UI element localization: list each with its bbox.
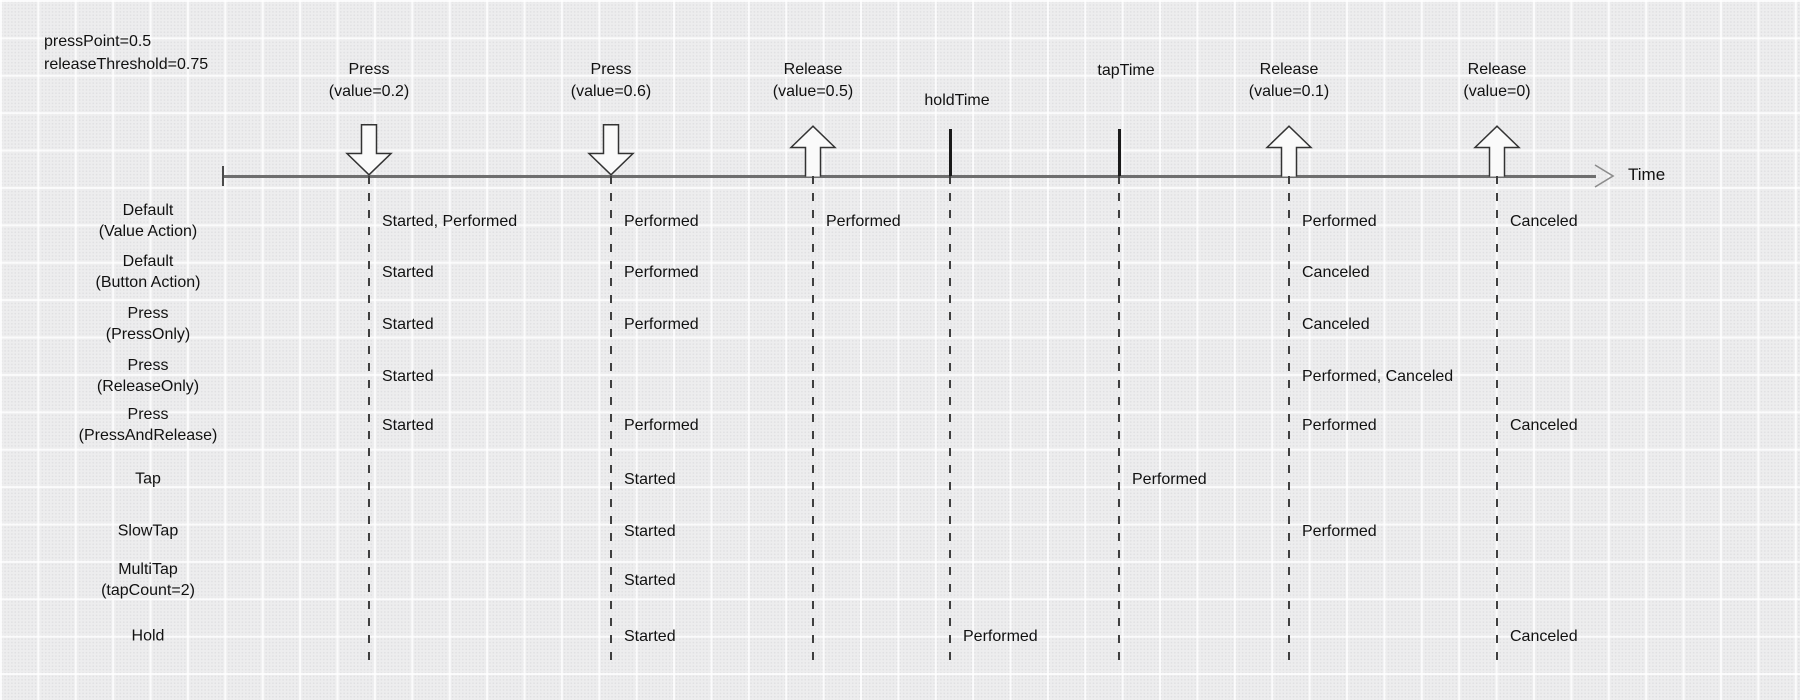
phase-cell-hold-holdtime: Performed [963, 628, 1038, 645]
press-arrow-down-icon [345, 124, 393, 176]
row-label-slowtap: SlowTap [8, 521, 288, 542]
phase-cell-press-pressandrelease-press-value-0-2: Started [382, 417, 434, 434]
event-label-line: holdTime [924, 92, 990, 109]
event-label-press-value-0-6: Press (value=0.6) [571, 59, 652, 103]
row-label-press-pressonly: Press (PressOnly) [8, 303, 288, 345]
time-threshold-tick [1117, 129, 1121, 176]
event-label-line: Release [1467, 61, 1527, 78]
row-label-line: Default [122, 253, 174, 270]
event-dashed-line [368, 176, 370, 667]
release-arrow-up-icon [1473, 125, 1521, 177]
phase-cell-default-button-action-release-value-0-1: Canceled [1302, 264, 1370, 281]
parameters-annotation: pressPoint=0.5 releaseThreshold=0.75 [44, 30, 208, 76]
row-label-line: (ReleaseOnly) [96, 378, 200, 395]
phase-cell-hold-release-value-0: Canceled [1510, 628, 1578, 645]
event-dashed-line [949, 176, 951, 667]
phase-cell-multitap-tapcount-2-press-value-0-6: Started [624, 572, 676, 589]
presspoint-param: pressPoint=0.5 [44, 33, 152, 50]
row-label-line: SlowTap [117, 522, 179, 540]
row-label-line: Press [127, 305, 169, 322]
phase-cell-press-pressonly-release-value-0-1: Canceled [1302, 316, 1370, 333]
releasethreshold-param: releaseThreshold=0.75 [44, 56, 209, 73]
phase-cell-slowtap-release-value-0-1: Performed [1302, 523, 1377, 540]
phase-cell-press-pressonly-press-value-0-6: Performed [624, 316, 699, 333]
event-label-line: Press [348, 61, 390, 78]
phase-cell-tap-taptime: Performed [1132, 471, 1207, 488]
event-label-line: (value=0.2) [328, 83, 410, 100]
time-axis-line [223, 174, 1596, 178]
event-dashed-line [1496, 176, 1498, 667]
phase-cell-press-releaseonly-press-value-0-2: Started [382, 368, 434, 385]
time-axis-label: Time [1628, 165, 1666, 184]
event-label-line: tapTime [1097, 62, 1155, 79]
event-label-press-value-0-2: Press (value=0.2) [329, 59, 410, 103]
phase-cell-default-value-action-release-value-0-1: Performed [1302, 213, 1377, 230]
event-label-line: (value=0) [1463, 83, 1531, 100]
row-label-line: Default [122, 202, 174, 219]
phase-cell-default-button-action-press-value-0-6: Performed [624, 264, 699, 281]
row-label-line: (PressOnly) [105, 326, 191, 343]
row-label-tap: Tap [8, 469, 288, 490]
time-axis-arrowhead-icon [1594, 164, 1615, 188]
event-label-release-value-0-5: Release (value=0.5) [773, 59, 854, 103]
phase-cell-press-pressandrelease-release-value-0-1: Performed [1302, 417, 1377, 434]
press-arrow-down-icon [587, 124, 635, 176]
row-label-hold: Hold [8, 626, 288, 647]
phase-cell-default-value-action-release-value-0-5: Performed [826, 213, 901, 230]
event-label-line: Press [590, 61, 632, 78]
event-label-release-value-0: Release (value=0) [1463, 59, 1530, 103]
phase-cell-press-pressonly-press-value-0-2: Started [382, 316, 434, 333]
event-label-line: (value=0.5) [772, 83, 854, 100]
row-label-line: (Value Action) [98, 223, 198, 240]
row-label-default-value-action: Default (Value Action) [8, 200, 288, 242]
row-label-line: Press [127, 406, 169, 423]
row-label-line: Hold [131, 627, 165, 645]
phase-cell-default-value-action-press-value-0-2: Started, Performed [382, 213, 518, 230]
event-label-line: (value=0.6) [570, 83, 652, 100]
row-label-line: (tapCount=2) [101, 582, 195, 599]
event-dashed-line [1288, 176, 1290, 667]
phase-cell-default-value-action-press-value-0-6: Performed [624, 213, 699, 230]
event-dashed-line [1118, 176, 1120, 667]
event-label-taptime: tapTime [1097, 60, 1154, 82]
phase-cell-default-button-action-press-value-0-2: Started [382, 264, 434, 281]
row-label-line: (PressAndRelease) [78, 427, 218, 444]
phase-cell-press-pressandrelease-press-value-0-6: Performed [624, 417, 699, 434]
row-label-multitap-tapcount-2: MultiTap (tapCount=2) [8, 559, 288, 601]
event-dashed-line [812, 176, 814, 667]
event-label-release-value-0-1: Release (value=0.1) [1249, 59, 1330, 103]
row-label-line: Press [127, 357, 169, 374]
phase-cell-slowtap-press-value-0-6: Started [624, 523, 676, 540]
row-label-line: (Button Action) [95, 274, 201, 291]
row-label-line: Tap [135, 470, 161, 488]
release-arrow-up-icon [1265, 125, 1313, 177]
event-dashed-line [610, 176, 612, 667]
phase-cell-tap-press-value-0-6: Started [624, 471, 676, 488]
event-label-line: Release [783, 61, 843, 78]
row-label-line: MultiTap [118, 561, 178, 578]
event-label-line: (value=0.1) [1248, 83, 1330, 100]
row-label-press-pressandrelease: Press (PressAndRelease) [8, 404, 288, 446]
phase-cell-press-releaseonly-release-value-0-1: Performed, Canceled [1302, 368, 1454, 385]
phase-cell-press-pressandrelease-release-value-0: Canceled [1510, 417, 1578, 434]
time-axis-start-tick [222, 166, 224, 186]
phase-cell-hold-press-value-0-6: Started [624, 628, 676, 645]
event-label-line: Release [1259, 61, 1319, 78]
time-threshold-tick [948, 129, 952, 176]
row-label-press-releaseonly: Press (ReleaseOnly) [8, 355, 288, 397]
phase-cell-default-value-action-release-value-0: Canceled [1510, 213, 1578, 230]
event-label-holdtime: holdTime [924, 90, 989, 112]
row-label-default-button-action: Default (Button Action) [8, 251, 288, 293]
release-arrow-up-icon [789, 125, 837, 177]
